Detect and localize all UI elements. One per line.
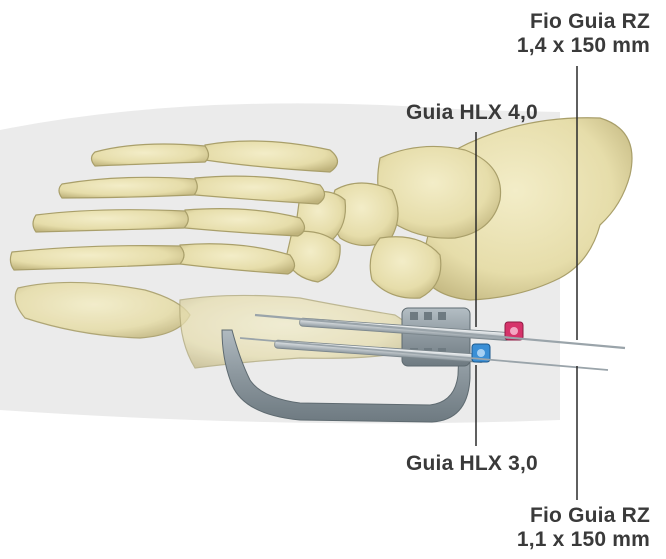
label-fio-guia-rz-11: Fio Guia RZ 1,1 x 150 mm <box>517 504 650 552</box>
label-guia-hlx-40: Guia HLX 4,0 <box>406 101 538 125</box>
label-line-1: Fio Guia RZ <box>517 10 650 34</box>
label-fio-guia-rz-14: Fio Guia RZ 1,4 x 150 mm <box>517 10 650 58</box>
label-line-2: 1,4 x 150 mm <box>517 34 650 58</box>
phalanx-4 <box>33 210 188 232</box>
label-guia-hlx-30: Guia HLX 3,0 <box>406 452 538 476</box>
label-line-2: 1,1 x 150 mm <box>517 528 650 552</box>
label-line-1: Fio Guia RZ <box>517 504 650 528</box>
